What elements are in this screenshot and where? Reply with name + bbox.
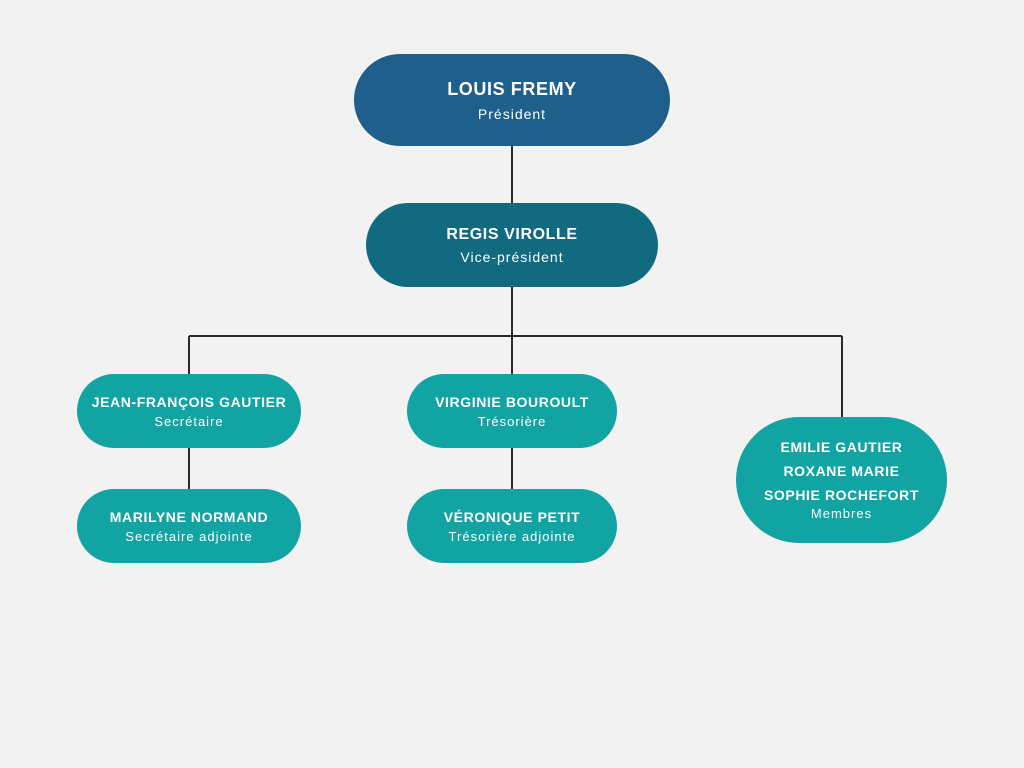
vice-president-role: Vice-président [460, 248, 564, 265]
vice-president-name: REGIS VIROLLE [446, 225, 578, 243]
assistant-secretary-name: MARILYNE NORMAND [109, 508, 269, 525]
vice-president-node: REGIS VIROLLE Vice-président [366, 203, 658, 287]
member-name: SOPHIE ROCHEFORT [763, 487, 920, 503]
treasurer-node: VIRGINIE BOUROULT Trésorière [407, 374, 617, 448]
secretary-name: JEAN-FRANÇOIS GAUTIER [91, 393, 287, 410]
secretary-role: Secrétaire [154, 413, 224, 429]
president-role: Président [477, 105, 547, 122]
assistant-treasurer-role: Trésorière adjointe [448, 528, 576, 544]
member-name: EMILIE GAUTIER [780, 439, 903, 455]
member-name: ROXANE MARIE [783, 463, 900, 479]
president-name: LOUIS FREMY [447, 78, 577, 99]
assistant-secretary-role: Secrétaire adjointe [125, 528, 253, 544]
members-node: EMILIE GAUTIER ROXANE MARIE SOPHIE ROCHE… [736, 417, 947, 543]
assistant-secretary-node: MARILYNE NORMAND Secrétaire adjointe [77, 489, 301, 563]
members-role: Membres [810, 506, 873, 521]
assistant-treasurer-node: VÉRONIQUE PETIT Trésorière adjointe [407, 489, 617, 563]
president-node: LOUIS FREMY Président [354, 54, 670, 146]
assistant-treasurer-name: VÉRONIQUE PETIT [443, 508, 581, 525]
secretary-node: JEAN-FRANÇOIS GAUTIER Secrétaire [77, 374, 301, 448]
treasurer-role: Trésorière [477, 413, 547, 429]
treasurer-name: VIRGINIE BOUROULT [435, 393, 589, 410]
